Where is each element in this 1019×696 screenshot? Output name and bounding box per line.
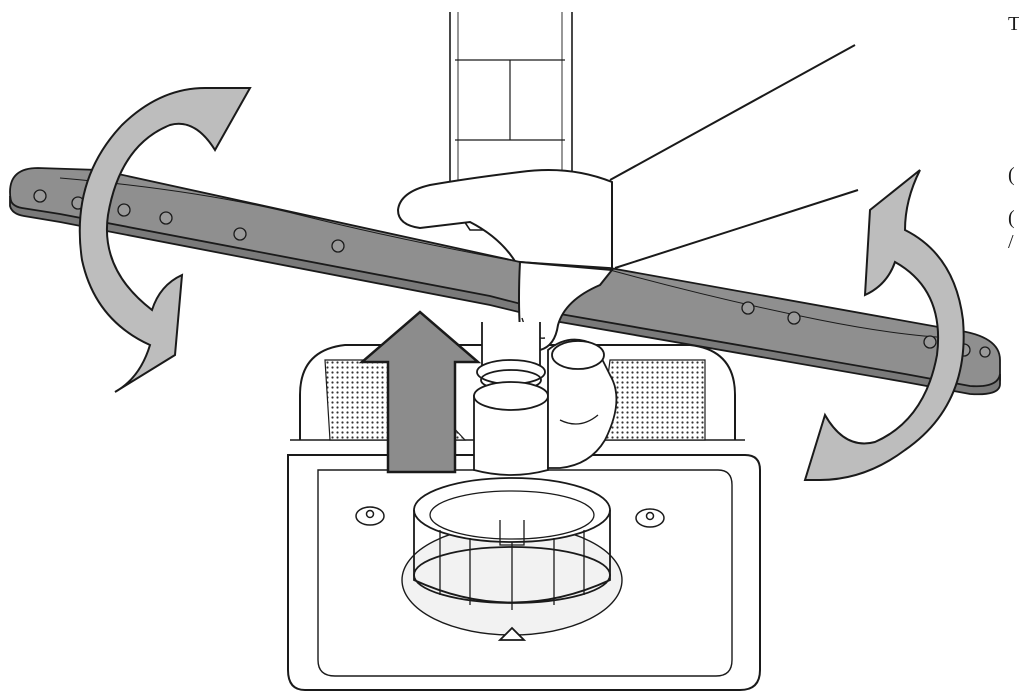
nozzle	[741, 301, 755, 315]
cropped-caption-glyphs: T ( ( /	[1008, 0, 1019, 696]
filter-band	[413, 546, 611, 604]
filter-handle	[499, 520, 525, 546]
edge-glyph: /	[1008, 231, 1014, 253]
filter-ribs	[439, 530, 585, 610]
pump-housing	[547, 338, 618, 469]
fastener-left-center	[365, 509, 375, 519]
nozzle	[979, 346, 991, 358]
hub-opening	[473, 381, 549, 411]
fastener-right-center	[645, 511, 655, 521]
spray-arm-front-face	[9, 195, 1001, 396]
edge-glyph: (	[1008, 164, 1015, 186]
filter-lock-triangle	[497, 626, 527, 641]
pump-detail	[559, 414, 599, 425]
edge-glyph: (	[1008, 207, 1015, 229]
tub-basin-inner	[317, 469, 733, 677]
lift-arrow	[358, 310, 482, 474]
pump-hub	[473, 322, 618, 476]
lower-spray-arm	[9, 167, 1001, 396]
nozzle	[159, 211, 173, 225]
nozzle	[787, 311, 801, 325]
hub-body	[473, 395, 549, 476]
forearm	[610, 45, 858, 280]
spray-arm-ridge-right	[609, 269, 956, 339]
rotation-arrow-right	[803, 169, 965, 481]
filter-inner-rim	[429, 490, 595, 540]
nozzle	[331, 239, 345, 253]
hub-collar	[476, 359, 546, 385]
forearm-top-edge	[609, 44, 856, 181]
hand	[396, 44, 859, 280]
nozzle	[117, 203, 131, 217]
filter-top-rim	[413, 477, 611, 543]
spray-arm-ridge-left	[59, 177, 521, 263]
pump-outlet	[551, 340, 605, 370]
tower-inner-line	[457, 12, 563, 195]
tub-fasteners	[355, 506, 665, 528]
tower-seam	[455, 59, 565, 141]
nozzle	[233, 227, 247, 241]
nozzle	[33, 189, 47, 203]
forearm-bottom-edge	[614, 189, 859, 269]
edge-glyph: T	[1008, 13, 1019, 35]
hand-back	[396, 168, 613, 271]
rotation-arrow-left	[78, 87, 252, 393]
filter-assembly	[401, 477, 623, 641]
nozzle	[923, 335, 937, 349]
